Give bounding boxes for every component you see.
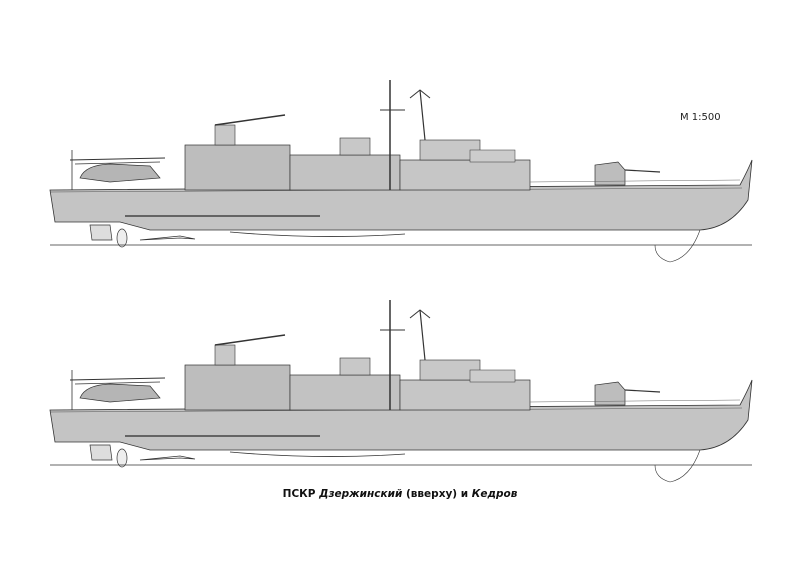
ship-kedrov xyxy=(49,299,753,483)
caption-ship2: Кедров xyxy=(471,488,518,500)
scale-label: М 1:500 xyxy=(680,112,721,123)
caption-middle: (вверху) и xyxy=(405,488,469,500)
ship-dzerzhinsky xyxy=(49,79,753,263)
caption-ship1: Дзержинский xyxy=(319,488,403,500)
figure-caption: ПСКР Дзержинский (вверху) и Кедров xyxy=(0,488,800,500)
caption-prefix: ПСКР xyxy=(282,488,316,500)
